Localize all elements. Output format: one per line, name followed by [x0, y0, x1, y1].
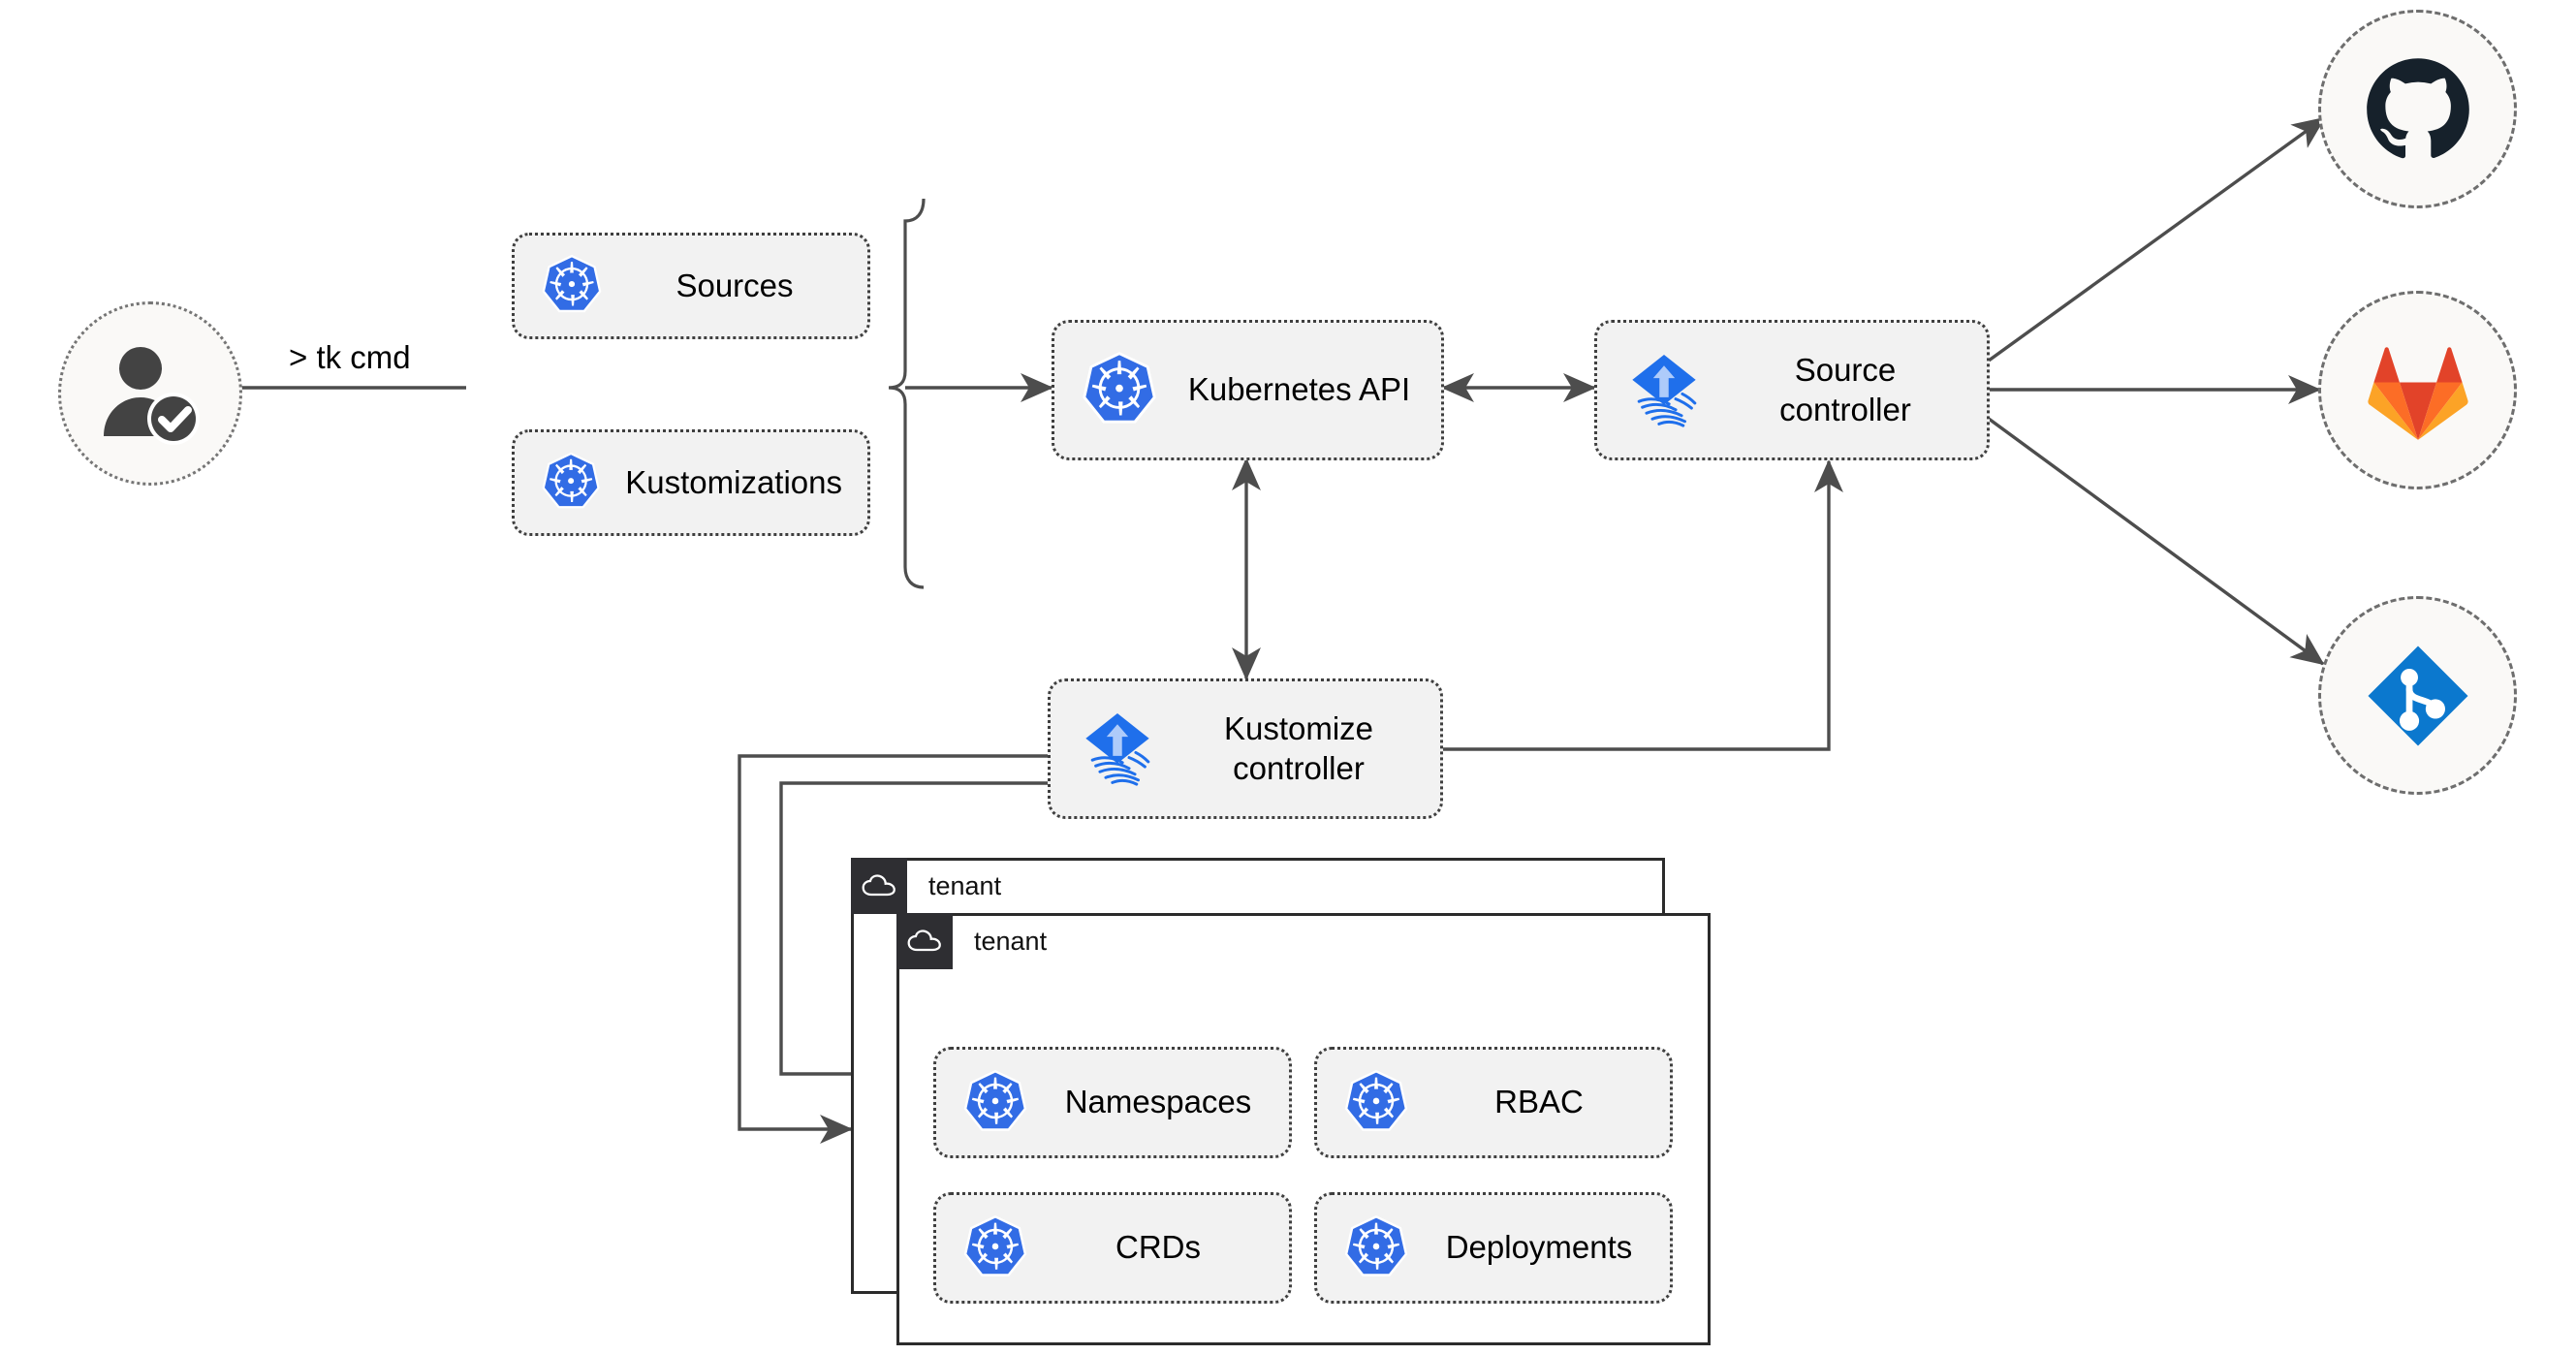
node-namespaces[interactable]: Namespaces: [933, 1047, 1292, 1158]
kubernetes-icon: [961, 1214, 1029, 1282]
kubernetes-icon: [540, 254, 604, 318]
edge-source-to-azure-repos: [1987, 417, 2325, 666]
tenant-tab: [851, 858, 907, 914]
node-kustomize-controller[interactable]: Kustomize controller: [1048, 678, 1443, 819]
gitlab-icon: [2367, 341, 2469, 440]
flux-icon: [1076, 708, 1159, 791]
node-crds[interactable]: CRDs: [933, 1192, 1292, 1304]
node-label: Deployments: [1445, 1229, 1633, 1266]
edge-kustomize-to-source-controller: [1441, 458, 1843, 751]
group-brace: [888, 198, 926, 589]
user-check-icon: [92, 335, 208, 452]
kubernetes-icon: [1342, 1069, 1410, 1137]
tenant-titlebar: tenant: [896, 913, 1047, 969]
cloud-icon: [907, 929, 942, 954]
git-provider-github[interactable]: [2318, 10, 2517, 208]
node-label: Kustomizations: [625, 463, 842, 500]
kubernetes-icon: [1080, 351, 1159, 430]
actor-circle: [58, 301, 242, 486]
kubernetes-icon: [540, 451, 602, 515]
node-deployments[interactable]: Deployments: [1314, 1192, 1673, 1304]
node-label: RBAC: [1494, 1084, 1584, 1120]
flux-icon: [1622, 349, 1706, 432]
edge-source-to-github: [1988, 116, 2326, 362]
node-label: Kustomize controller: [1223, 710, 1374, 786]
git-provider-gitlab[interactable]: [2318, 291, 2517, 489]
tenant-name: tenant: [974, 926, 1048, 956]
azure-repos-icon: [2364, 642, 2472, 750]
node-kubernetes-api[interactable]: Kubernetes API: [1052, 320, 1444, 460]
node-label: Namespaces: [1064, 1084, 1252, 1120]
tenant-tab: [896, 913, 953, 969]
tenant-titlebar: tenant: [851, 858, 1001, 914]
node-kustomizations[interactable]: Kustomizations: [512, 429, 870, 536]
node-label: CRDs: [1115, 1229, 1201, 1266]
node-label: Source controller: [1779, 352, 1911, 427]
command-label: > tk cmd: [289, 339, 411, 375]
node-source-controller[interactable]: Source controller: [1594, 320, 1990, 460]
node-sources[interactable]: Sources: [512, 233, 870, 339]
node-label: Kubernetes API: [1187, 371, 1411, 408]
node-rbac[interactable]: RBAC: [1314, 1047, 1673, 1158]
kubernetes-icon: [961, 1069, 1029, 1137]
tenant-name: tenant: [928, 870, 1002, 900]
kubernetes-icon: [1342, 1214, 1410, 1282]
github-icon: [2365, 56, 2471, 163]
cloud-icon: [862, 873, 896, 898]
tenant-window-inner[interactable]: tenant Namespaces RBAC CRDs Deployments: [896, 913, 1711, 1345]
git-provider-azure-repos[interactable]: [2318, 596, 2517, 795]
node-label: Sources: [675, 267, 794, 303]
